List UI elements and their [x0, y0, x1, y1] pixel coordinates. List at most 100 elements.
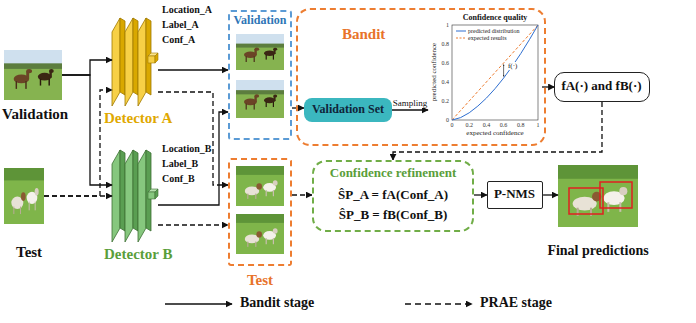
detector-layer [138, 150, 146, 242]
connector [474, 194, 487, 195]
group-box: Validation [228, 10, 292, 140]
node-label: Validation [2, 106, 68, 123]
output-label: Location_A [162, 4, 212, 16]
tick-label: 0.2 [465, 122, 473, 129]
node-label: Final predictions [547, 243, 648, 259]
connector [393, 102, 602, 160]
legend-sample [165, 303, 232, 304]
result-photo [558, 165, 638, 227]
gap-arrow [503, 65, 504, 77]
detector-layer [125, 150, 133, 242]
connector [44, 195, 112, 196]
tick-label: 0 [446, 117, 449, 124]
legend-label: Bandit stage [240, 295, 314, 311]
node-label: Bandit [342, 26, 385, 43]
detector-a-shape [112, 18, 158, 106]
connector [158, 69, 228, 70]
detector-layer [138, 18, 146, 106]
output-label: Location_B [162, 143, 211, 155]
axis-label: f(·) [507, 62, 518, 70]
node-label: Test [16, 244, 42, 261]
output-label: Label_B [162, 158, 198, 170]
connector [292, 107, 304, 108]
expected-line [452, 25, 538, 120]
axis-label: expected confidence [466, 129, 523, 137]
connector [62, 60, 112, 75]
output-label: Conf_B [162, 173, 195, 185]
test-photo [236, 166, 284, 206]
node-label: ŜP_B = fB(Conf_B) [339, 208, 448, 223]
output-image: Final predictions [558, 165, 638, 227]
confidence-chart [452, 25, 538, 120]
legend-sample [456, 38, 466, 39]
node-label: Confidence quality [463, 13, 528, 22]
input-image: Validation [4, 50, 62, 100]
tick-label: 0 [451, 122, 454, 129]
axis-label: predicted confidence [430, 43, 438, 102]
output-cube [155, 53, 158, 63]
detector: Detector B [112, 150, 158, 242]
validation-photo [236, 34, 284, 70]
node-label: Confidence refinement [330, 166, 456, 181]
output-label: Conf_A [162, 34, 195, 46]
detector-layer [112, 150, 120, 242]
tick-label: 0.6 [442, 60, 450, 67]
output-cube [155, 189, 158, 199]
validation-photo [4, 50, 62, 100]
node-label: P-NMS [494, 187, 535, 202]
legend-label: PRAE stage [480, 295, 552, 311]
connector [542, 86, 554, 87]
node-label: Test [247, 272, 273, 289]
test-photo [4, 168, 44, 224]
connector [543, 194, 558, 195]
connector [44, 90, 112, 196]
tick-label: 0.4 [483, 122, 491, 129]
test-photo [236, 214, 284, 254]
connector [392, 109, 428, 110]
legend-label: predicted distribution [468, 28, 520, 35]
tick-label: 0.6 [500, 122, 508, 129]
detection-box [569, 188, 603, 214]
input-image: Test [4, 168, 44, 224]
group-box: Test [228, 158, 292, 266]
tick-label: 0.8 [517, 122, 525, 129]
detector-layer [125, 18, 133, 106]
refinement-box: Confidence refinementŜP_A = fA(Conf_A) ŜP… [312, 160, 474, 232]
node-label: fA(·) and fB(·) [561, 79, 641, 94]
connector [292, 194, 312, 195]
plot-frame [452, 25, 538, 120]
process-box: Validation Set [304, 98, 392, 122]
detector: Detector A [112, 18, 158, 106]
detector-layer-side [120, 150, 125, 231]
node-label: Validation [234, 14, 287, 28]
connector [62, 75, 112, 185]
legend-label: expected results [468, 35, 506, 42]
predicted-curve [452, 25, 538, 120]
detector-layer-side [133, 150, 138, 231]
node-label: Detector A [104, 110, 172, 127]
process-box: fA(·) and fB(·) [554, 72, 649, 102]
process-box: P-NMS [487, 181, 543, 209]
connector [158, 92, 228, 185]
detection-box [600, 182, 632, 208]
detector-layer-side [133, 18, 138, 95]
node-label: ŜP_A = fA(Conf_A) [338, 188, 448, 203]
detector-b-shape [112, 150, 158, 242]
connector [158, 224, 228, 225]
tick-label: 1 [537, 122, 540, 129]
legend-sample [405, 303, 472, 304]
output-cube [148, 192, 155, 199]
detector-layer [112, 18, 120, 106]
tick-label: 0.4 [442, 79, 450, 86]
node-label: Detector B [104, 246, 172, 263]
output-label: Label_A [162, 19, 199, 31]
detector-layer-side [120, 18, 125, 95]
tick-label: 0.2 [442, 98, 450, 105]
node-label: Validation Set [312, 103, 384, 117]
tick-label: 0.8 [442, 41, 450, 48]
tick-label: 1 [446, 22, 449, 29]
validation-photo [236, 80, 284, 118]
edge-label: Sampling [392, 98, 429, 108]
output-cube [148, 56, 155, 63]
